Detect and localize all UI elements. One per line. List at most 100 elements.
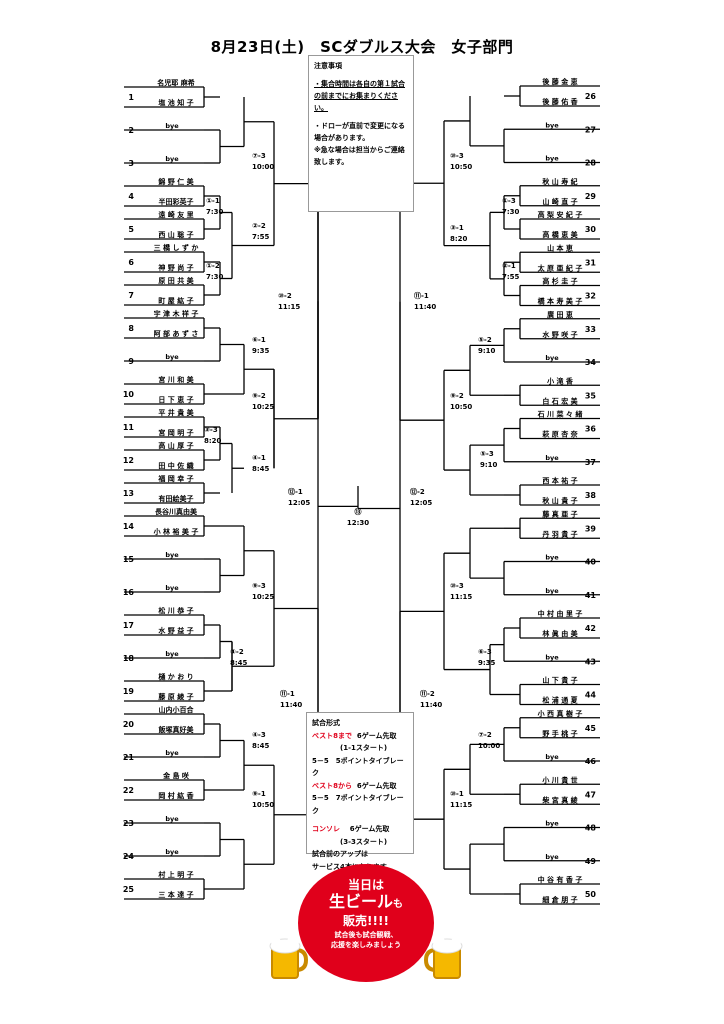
format-best8-until: ベスト8まで bbox=[312, 731, 353, 740]
player-name: 藤 真 亜 子 bbox=[541, 509, 577, 518]
player-name: 西 本 祐 子 bbox=[542, 476, 577, 485]
entry-number: 47 bbox=[585, 790, 596, 799]
player-name: 太 原 亜 紀 子 bbox=[538, 263, 583, 272]
match-code: ⑦-3 bbox=[252, 152, 266, 160]
match-time: 7:30 bbox=[206, 273, 224, 281]
entry-number: 21 bbox=[123, 753, 135, 762]
entry-number: 30 bbox=[585, 225, 597, 234]
format-start2: (3-3スタート) bbox=[340, 837, 388, 846]
match-code: ⑨-2 bbox=[450, 392, 464, 400]
promo-line-1: 当日は bbox=[347, 878, 384, 892]
bye-slot: bye bbox=[165, 815, 179, 823]
match-code: ③-3 bbox=[204, 426, 218, 434]
player-name: 水 野 咲 子 bbox=[542, 330, 577, 339]
match-code: ⑨-2 bbox=[252, 392, 266, 400]
player-name: 遠 崎 友 里 bbox=[158, 210, 193, 219]
match-time: 8:45 bbox=[230, 659, 248, 667]
promo-line-3: 販売!!!! bbox=[343, 914, 389, 928]
player-name: 藤 原 綾 子 bbox=[157, 692, 193, 701]
bye-slot: bye bbox=[545, 853, 559, 861]
entry-number: 38 bbox=[585, 491, 597, 500]
bye-slot: bye bbox=[165, 749, 179, 757]
match-code: ⑬ bbox=[355, 507, 362, 516]
player-name: 柴 宮 真 綾 bbox=[541, 795, 578, 804]
entry-number: 9 bbox=[128, 357, 134, 366]
match-code: ⑫-2 bbox=[410, 487, 425, 496]
match-code: ⑫-1 bbox=[288, 487, 303, 496]
entry-number: 40 bbox=[585, 558, 597, 567]
player-name: 中 村 由 里 子 bbox=[538, 609, 583, 618]
player-name: 錦 野 仁 美 bbox=[157, 177, 194, 186]
page-title: 8月23日(土) SCダブルス大会 女子部門 bbox=[210, 38, 514, 56]
entry-number: 3 bbox=[128, 159, 134, 168]
bye-slot: bye bbox=[165, 584, 179, 592]
match-time: 7:55 bbox=[252, 233, 270, 241]
beer-mug-icon bbox=[269, 936, 308, 979]
bye-slot: bye bbox=[165, 155, 179, 163]
bye-slot: bye bbox=[165, 122, 179, 130]
match-time: 11:15 bbox=[278, 303, 300, 311]
player-name: 白 石 宏 美 bbox=[542, 396, 578, 405]
entry-number: 50 bbox=[585, 890, 597, 899]
player-name: 高 山 厚 子 bbox=[158, 441, 193, 450]
player-name: 松 川 恭 子 bbox=[158, 606, 193, 615]
bye-slot: bye bbox=[545, 354, 559, 362]
match-time: 10:00 bbox=[478, 742, 500, 750]
match-time: 10:25 bbox=[252, 403, 274, 411]
player-name: 小 滝 香 bbox=[546, 376, 574, 385]
beer-promo: 当日は 生ビールも 販売!!!! 試合後も試合観戦、応援を楽しみましょう bbox=[268, 864, 464, 984]
promo-line-2: 生ビール bbox=[328, 892, 393, 911]
entry-number: 37 bbox=[585, 458, 596, 467]
match-code: ④-2 bbox=[230, 648, 244, 656]
match-code: ④-1 bbox=[252, 454, 266, 462]
player-name: 小 西 真 樹 子 bbox=[537, 709, 583, 718]
player-name: 山 下 貴 子 bbox=[542, 676, 577, 685]
match-code: ⑨-3 bbox=[252, 582, 266, 590]
match-code: ⑪-1 bbox=[414, 291, 429, 300]
match-code: ⑥-1 bbox=[252, 336, 266, 344]
player-name: 野 手 桃 子 bbox=[542, 729, 577, 738]
format-tiebreak1: 5－5 5ポイントタイブレーク bbox=[312, 756, 404, 778]
player-name: 神 野 尚 子 bbox=[158, 263, 193, 272]
format-consolation: コンソレ bbox=[312, 825, 340, 833]
entry-number: 20 bbox=[123, 720, 135, 729]
match-time: 7:30 bbox=[206, 208, 224, 216]
player-name: 橋 本 寿 美 子 bbox=[538, 297, 583, 306]
entry-number: 17 bbox=[123, 621, 134, 630]
match-time: 8:20 bbox=[450, 235, 468, 243]
entry-number: 44 bbox=[585, 691, 597, 700]
match-time: 11:40 bbox=[280, 701, 302, 709]
entry-number: 36 bbox=[585, 425, 597, 434]
match-time: 11:15 bbox=[450, 593, 472, 601]
match-code: ⑩-2 bbox=[278, 292, 292, 300]
match-time: 7:55 bbox=[502, 273, 520, 281]
match-code: ③-1 bbox=[450, 224, 464, 232]
entry-number: 7 bbox=[128, 291, 134, 300]
entry-number: 43 bbox=[585, 657, 596, 666]
entry-number: 34 bbox=[585, 358, 597, 367]
entry-number: 13 bbox=[123, 489, 134, 498]
entry-number: 39 bbox=[585, 524, 597, 533]
match-time: 12:05 bbox=[288, 499, 310, 507]
match-code: ⑤-2 bbox=[478, 336, 492, 344]
player-name: 山内小百合 bbox=[159, 705, 195, 714]
player-name: 原 田 共 美 bbox=[158, 276, 194, 285]
entry-number: 29 bbox=[585, 192, 597, 201]
match-time: 10:50 bbox=[450, 163, 472, 171]
player-name: 秋 山 寿 紀 bbox=[542, 177, 577, 186]
promo-line-4: 試合後も試合観戦、 bbox=[334, 931, 398, 939]
entry-number: 42 bbox=[585, 624, 596, 633]
match-time: 10:50 bbox=[252, 801, 274, 809]
entry-number: 28 bbox=[585, 159, 597, 168]
player-name: 宮 川 和 美 bbox=[158, 375, 194, 384]
bye-slot: bye bbox=[545, 820, 559, 828]
player-name: 宇 津 木 祥 子 bbox=[154, 309, 199, 318]
bye-slot: bye bbox=[545, 753, 559, 761]
promo-line-5: 応援を楽しみましょう bbox=[331, 941, 401, 949]
notes-line-assembly: ・集合時間は各自の第１試合の前までにお集まりください。 bbox=[314, 80, 405, 112]
player-name: 宮 岡 明 子 bbox=[158, 428, 193, 437]
entry-number: 27 bbox=[585, 125, 596, 134]
player-name: 有田絵美子 bbox=[159, 494, 194, 503]
match-code: ⑪-1 bbox=[280, 689, 295, 698]
